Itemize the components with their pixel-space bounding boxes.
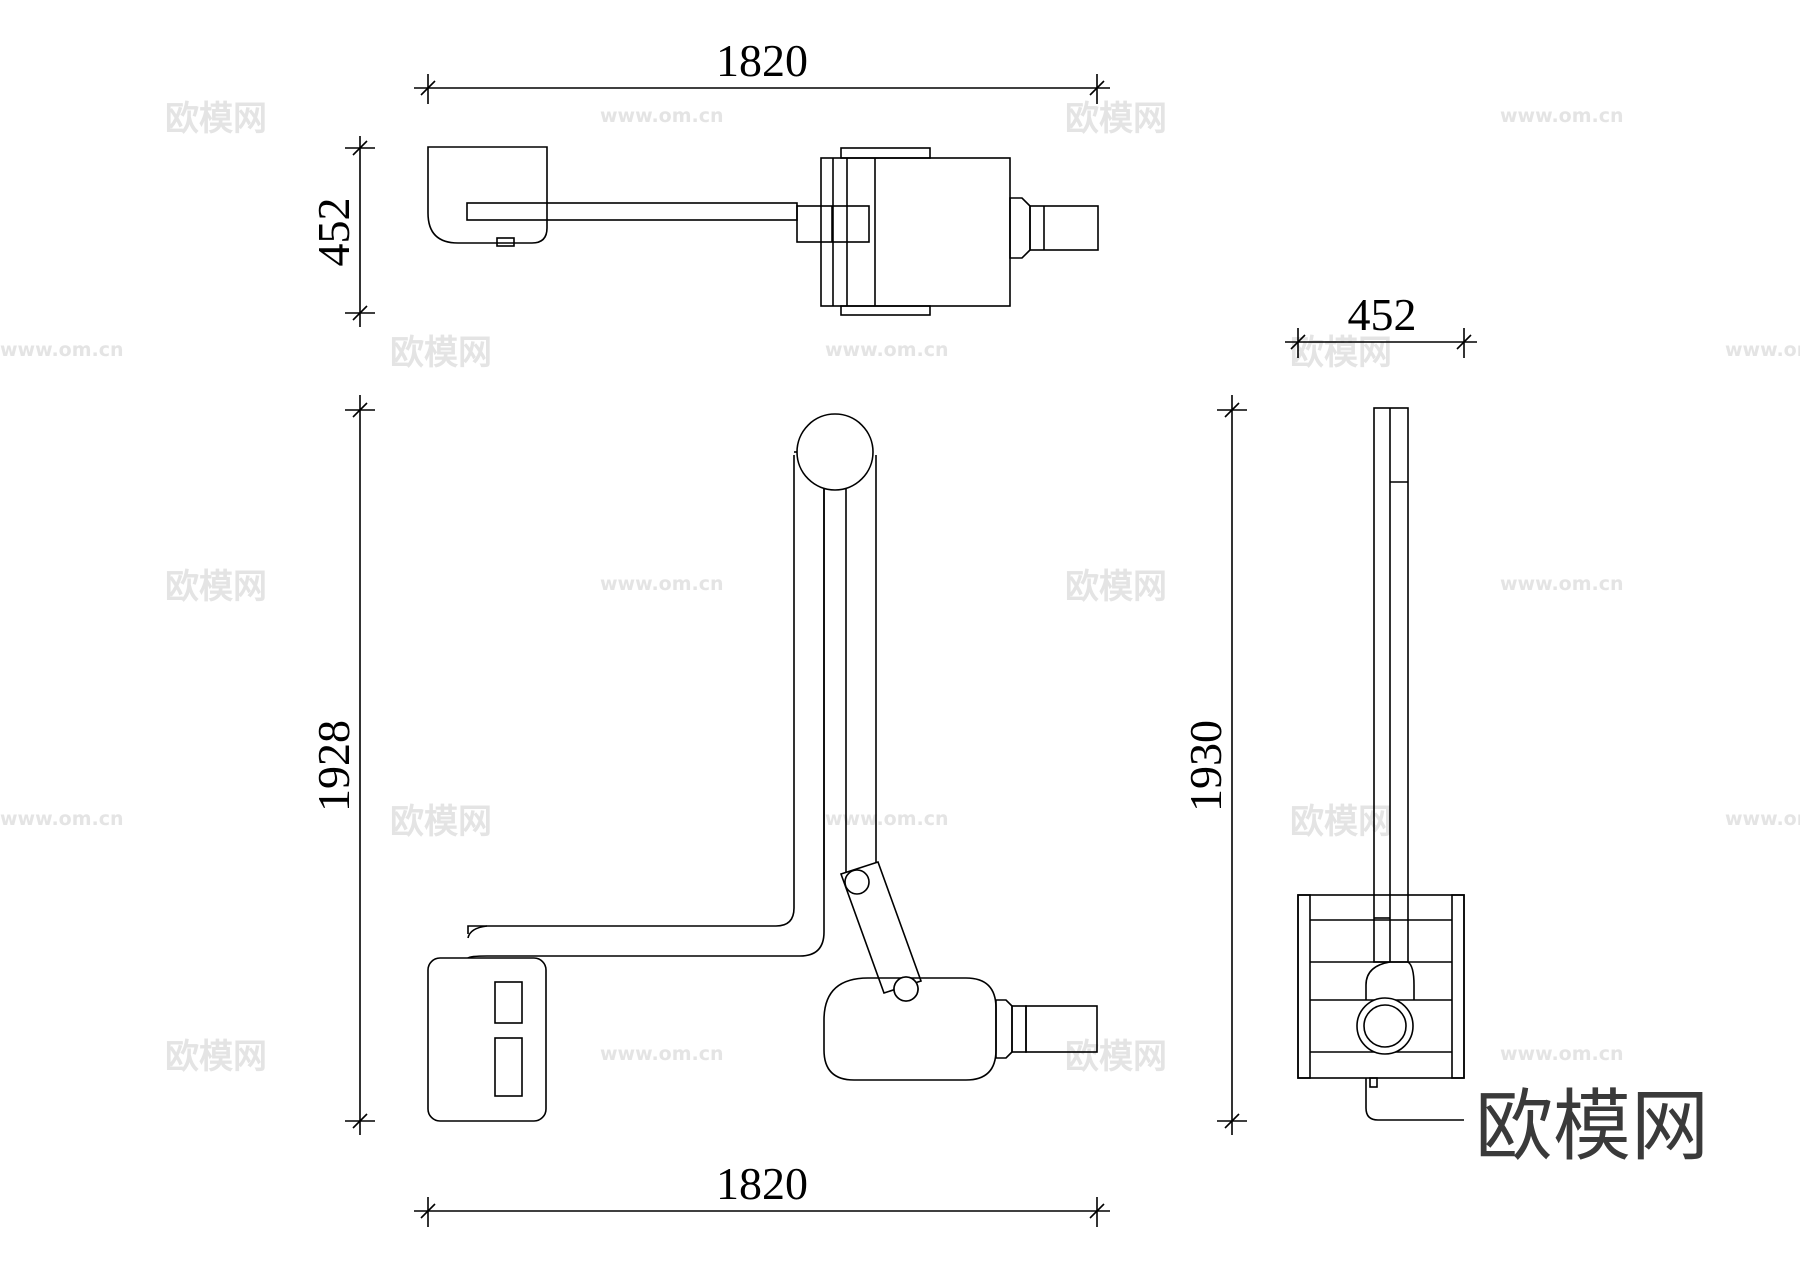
watermark-url: www.om.cn — [0, 339, 124, 361]
front-view: 1928 1820 — [308, 395, 1110, 1227]
watermark-url: www.om.cn — [0, 808, 124, 830]
watermark-cn: 欧模网 — [1290, 802, 1392, 842]
watermark-cn: 欧模网 — [390, 802, 492, 842]
dimension-side-height: 1930 — [1180, 395, 1247, 1135]
watermark-url: www.om.cn — [1725, 808, 1800, 830]
watermark-cn: 欧模网 — [165, 567, 267, 607]
dimension-label: 452 — [308, 198, 359, 267]
dimension-front-height: 1928 — [308, 395, 375, 1135]
dimension-front-width: 1820 — [414, 1158, 1110, 1227]
watermark-cn: 欧模网 — [1065, 99, 1167, 139]
watermark-url: www.om.cn — [1500, 105, 1624, 127]
dimension-top-depth: 452 — [308, 136, 375, 327]
side-view: 452 1930 — [1180, 289, 1477, 1135]
watermark-layer: 欧模网 www.om.cn 欧模网 www.om.cn www.om.cn 欧模… — [0, 99, 1800, 1077]
watermark-url: www.om.cn — [600, 105, 724, 127]
watermark-cn: 欧模网 — [1290, 333, 1392, 373]
brand-logo: 欧模网 — [1475, 1082, 1709, 1172]
dimension-label: 1930 — [1180, 720, 1231, 812]
dimension-label: 452 — [1348, 289, 1417, 340]
watermark-url: www.om.cn — [1725, 339, 1800, 361]
top-view: 1820 452 — [308, 35, 1110, 327]
watermark-url: www.om.cn — [1500, 573, 1624, 595]
dimension-label: 1820 — [716, 35, 808, 86]
watermark-cn: 欧模网 — [165, 99, 267, 139]
watermark-cn: 欧模网 — [1065, 567, 1167, 607]
watermark-url: www.om.cn — [600, 573, 724, 595]
watermark-url: www.om.cn — [1500, 1043, 1624, 1065]
watermark-url: www.om.cn — [600, 1043, 724, 1065]
watermark-url: www.om.cn — [825, 808, 949, 830]
watermark-url: www.om.cn — [825, 339, 949, 361]
dimension-label: 1928 — [308, 720, 359, 812]
dimension-side-width: 452 — [1285, 289, 1477, 358]
dimension-label: 1820 — [716, 1158, 808, 1209]
watermark-cn: 欧模网 — [1065, 1037, 1167, 1077]
watermark-cn: 欧模网 — [390, 333, 492, 373]
watermark-cn: 欧模网 — [165, 1037, 267, 1077]
dimension-top-width: 1820 — [414, 35, 1110, 104]
